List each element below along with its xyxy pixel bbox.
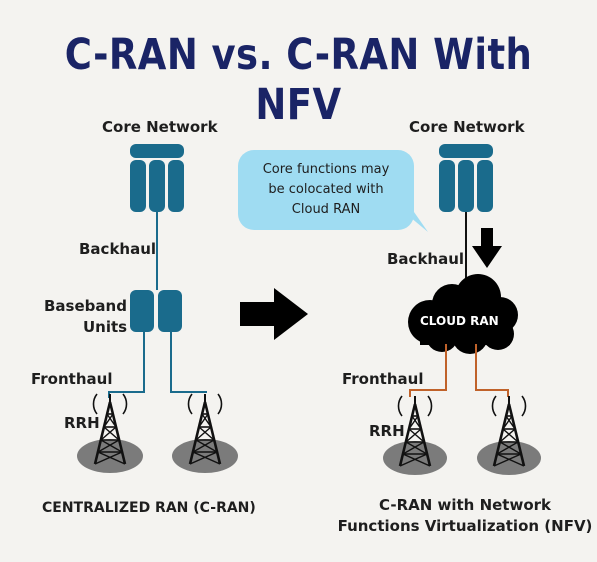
right-caption-line1: C-RAN with Network (378, 496, 552, 514)
right-rrh-label: RRH (369, 422, 405, 440)
right-rrh-tower-1-icon (383, 394, 447, 475)
page-title: C-RAN vs. C-RAN With NFV (64, 30, 533, 130)
left-core-network-label: Core Network (102, 118, 218, 136)
baseband-units-icon (130, 290, 182, 332)
right-fronthaul-label: Fronthaul (342, 370, 424, 388)
left-rrh-tower-1-icon (77, 392, 143, 473)
right-fronthaul-links (409, 344, 509, 397)
colocation-note-bubble: Core functions may be colocated with Clo… (238, 150, 414, 230)
bubble-line-1: Core functions may (262, 162, 390, 177)
bubble-line-2: be colocated with (268, 182, 384, 197)
transition-arrow-icon (240, 288, 308, 340)
right-core-server-icon (439, 144, 493, 212)
right-core-network-label: Core Network (409, 118, 525, 136)
cloud-ran-label: CLOUD RAN (420, 314, 499, 328)
left-fronthaul-label: Fronthaul (31, 370, 113, 388)
left-caption: CENTRALIZED RAN (C-RAN) (42, 500, 256, 516)
bubble-line-3: Cloud RAN (291, 202, 361, 217)
bubble-tail (404, 212, 428, 232)
baseband-label-line2: Units (83, 318, 128, 336)
colocate-down-arrow-icon (472, 228, 502, 268)
left-fronthaul-links (108, 332, 207, 398)
right-backhaul-label: Backhaul (387, 250, 465, 268)
left-rrh-label: RRH (64, 414, 100, 432)
left-rrh-tower-2-icon (172, 392, 238, 473)
left-core-server-icon (130, 144, 184, 212)
baseband-label-line1: Baseband (44, 297, 127, 315)
right-caption-line2: Functions Virtualization (NFV) (337, 517, 593, 535)
cloud-ran-icon (408, 274, 518, 354)
right-rrh-tower-2-icon (477, 394, 541, 475)
left-backhaul-label: Backhaul (79, 240, 157, 258)
